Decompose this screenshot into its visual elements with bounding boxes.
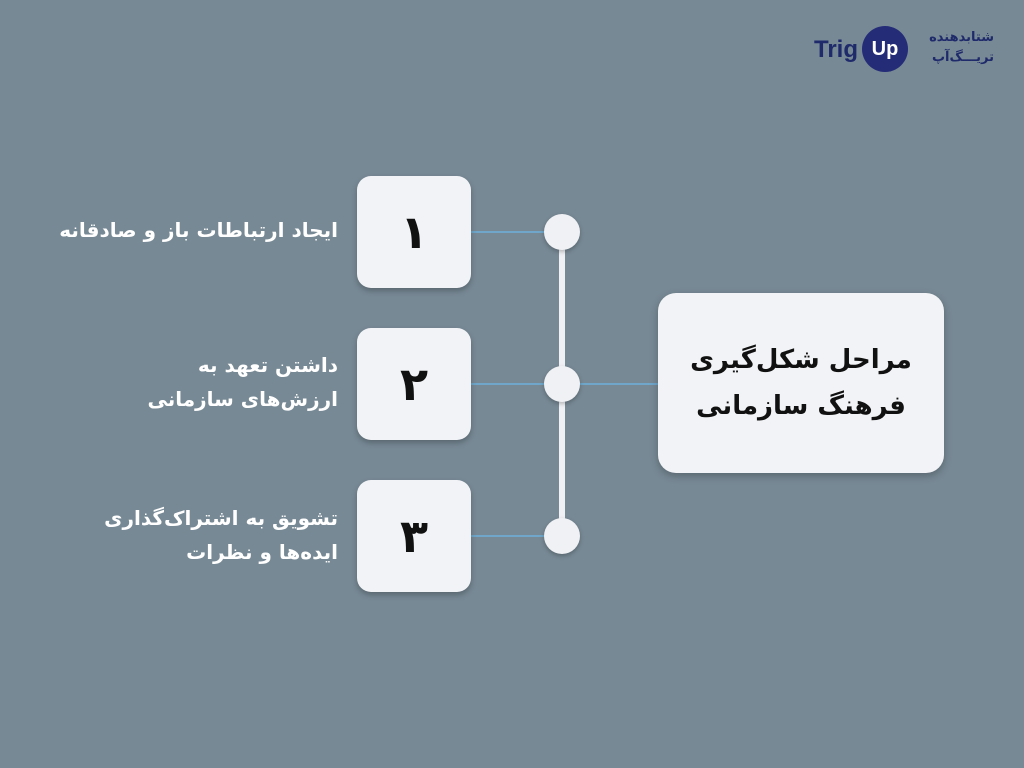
logo-persian-text: شتابدهنده تریـــگ‌آپ (914, 28, 994, 68)
step-text-3: تشویق به اشتراک‌گذاری ایده‌ها و نظرات (18, 501, 338, 569)
logo-up-badge: Up (862, 26, 908, 72)
spine-node-1 (544, 214, 580, 250)
spine-node-2 (544, 366, 580, 402)
step-number-box-1: ۱ (357, 176, 471, 288)
main-title-box: مراحل شکل‌گیری فرهنگ سازمانی (658, 293, 944, 473)
step-1-line-1: ایجاد ارتباطات باز و صادقانه (59, 218, 338, 242)
logo-line-2: تریـــگ‌آپ (931, 50, 994, 65)
step-number-box-2: ۲ (357, 328, 471, 440)
main-title-line-1: مراحل شکل‌گیری (690, 345, 912, 375)
step-3-line-2: ایده‌ها و نظرات (186, 540, 338, 564)
main-title-line-2: فرهنگ سازمانی (696, 391, 906, 421)
logo-trig-text: Trig (814, 36, 859, 63)
spine-node-3 (544, 518, 580, 554)
step-2-line-1: داشتن تعهد به (197, 353, 338, 377)
step-text-2: داشتن تعهد به ارزش‌های سازمانی (18, 348, 338, 416)
logo-line-1: شتابدهنده (929, 30, 994, 45)
step-3-line-1: تشویق به اشتراک‌گذاری (104, 506, 338, 530)
brand-logo: Trig Up شتابدهنده تریـــگ‌آپ (814, 26, 994, 80)
step-number-box-3: ۳ (357, 480, 471, 592)
step-text-1: ایجاد ارتباطات باز و صادقانه (18, 213, 338, 247)
step-2-line-2: ارزش‌های سازمانی (147, 387, 338, 411)
